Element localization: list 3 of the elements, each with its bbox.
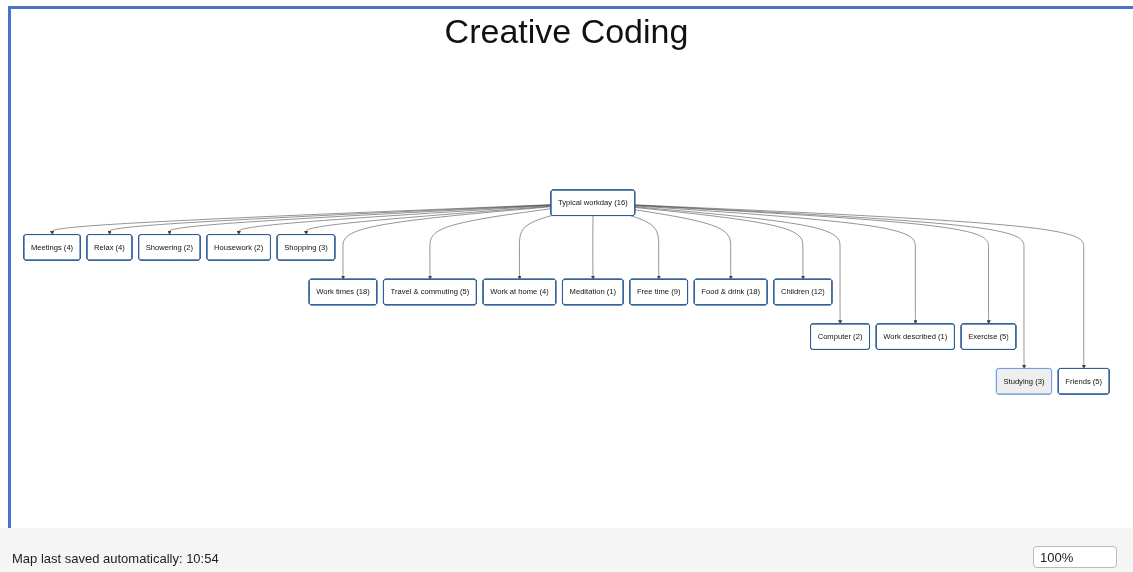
map-title: Creative Coding xyxy=(444,12,689,51)
status-text: Map last saved automatically: 10:54 xyxy=(12,551,219,566)
zoom-dropdown: 100% xyxy=(1033,546,1117,568)
